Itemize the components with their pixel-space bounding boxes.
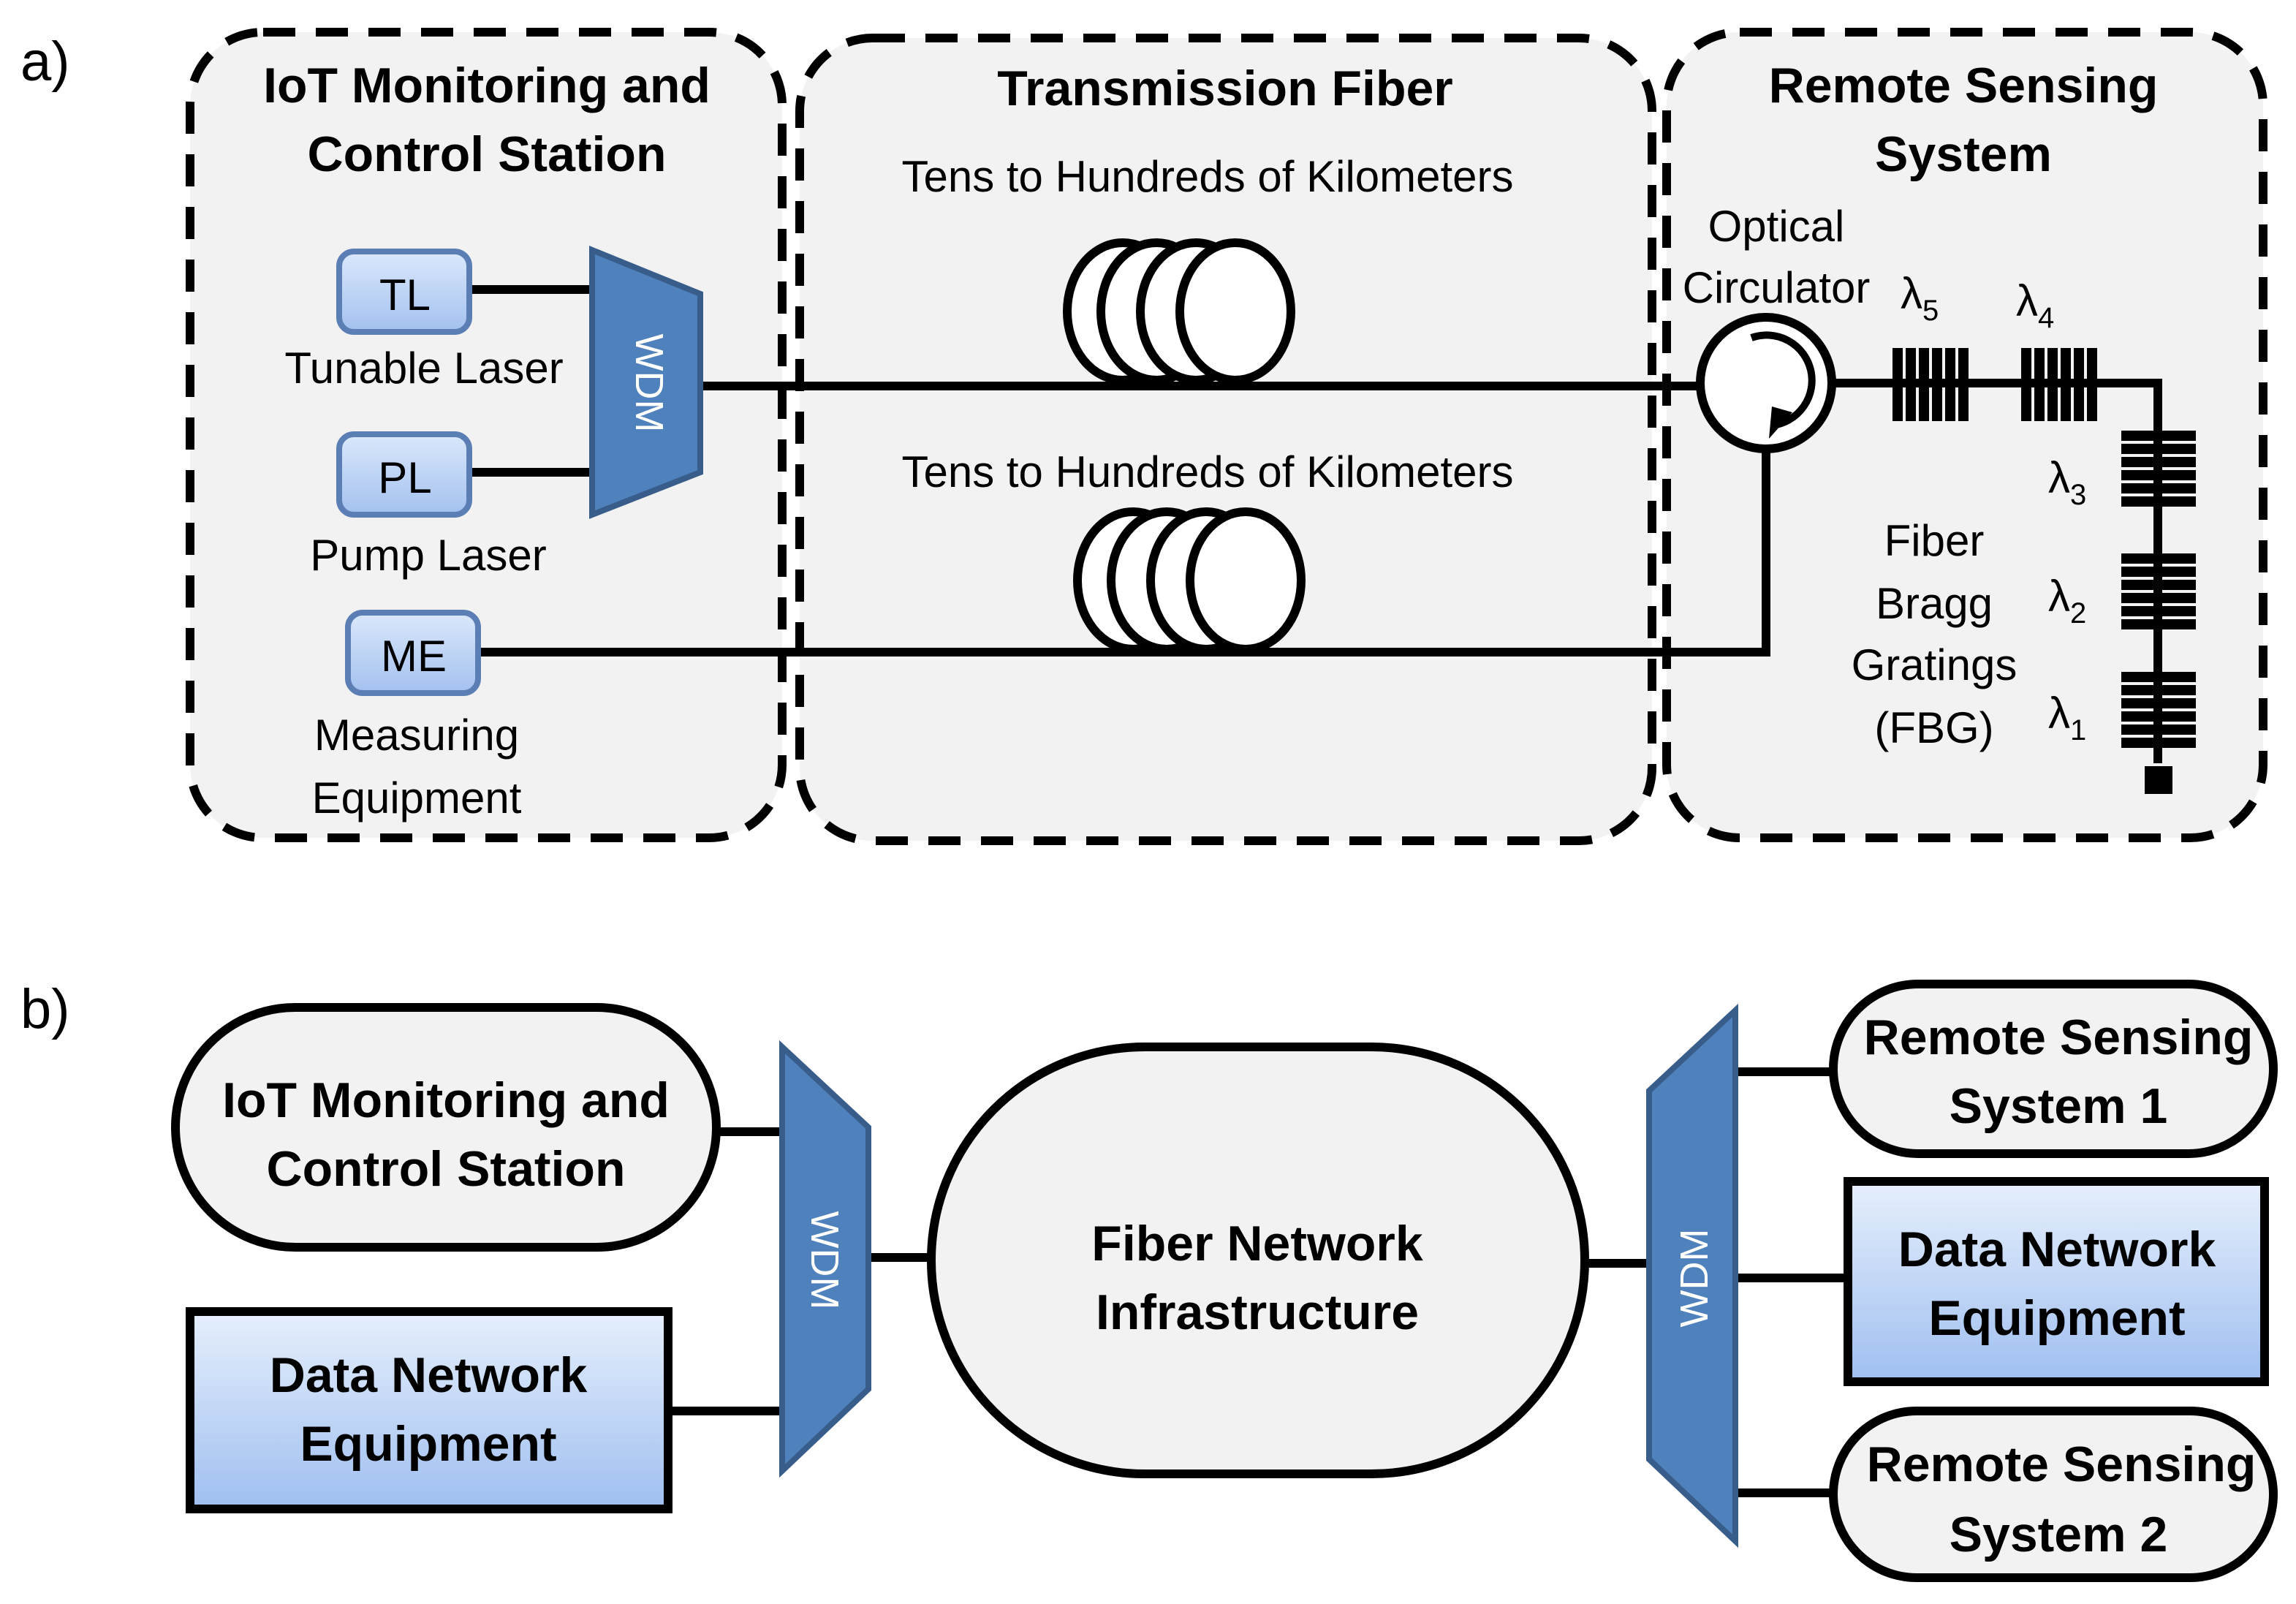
fbg-grating-lambda5 [1893, 348, 1969, 421]
remote-sensing-region [1662, 28, 2267, 842]
measuring-equipment-box [345, 610, 481, 696]
iot-station-title-line1: IoT Monitoring and [263, 58, 711, 113]
panel-b-label: b) [20, 978, 70, 1040]
tunable-laser-label: Tunable Laser [284, 344, 563, 393]
lambda4-label: λ4 [2016, 276, 2054, 334]
lambda1-label: λ1 [2048, 689, 2086, 746]
optical-circulator-icon [1696, 313, 1836, 453]
wdm-multiplexer-b-left [779, 1040, 871, 1478]
return-fiber-wire [477, 450, 1770, 657]
data-network-right-line1: Data Network [1898, 1222, 2216, 1277]
fiber-spool-2 [1073, 507, 1306, 654]
fiber-termination [2145, 766, 2172, 794]
lambda3-label: λ3 [2048, 453, 2086, 511]
tunable-laser-abbr: TL [379, 271, 431, 319]
remote-sensing-title-line2: System [1875, 126, 2052, 182]
pump-laser-box [336, 431, 472, 518]
fiber-span-label-2: Tens to Hundreds of Kilometers [901, 447, 1513, 496]
fiber-span-label-1: Tens to Hundreds of Kilometers [901, 152, 1513, 201]
measuring-equipment-label-line2: Equipment [312, 773, 522, 822]
lambda5-label: λ5 [1901, 269, 1939, 327]
iot-station-region [186, 28, 787, 842]
circulator-label-line2: Circulator [1683, 263, 1871, 312]
data-network-equipment-right [1844, 1177, 2269, 1386]
remote-sensing-system-1-node [1829, 980, 2278, 1158]
transmission-fiber-region [795, 34, 1656, 845]
fiber-network-node [927, 1043, 1589, 1478]
wdm-multiplexer-a [589, 246, 703, 519]
iot-station-node-line2: Control Station [266, 1141, 625, 1197]
remote-sensing-1-line2: System 1 [1950, 1078, 2168, 1134]
fbg-label-line1: Fiber [1884, 516, 1985, 565]
pump-laser-abbr: PL [378, 453, 431, 502]
pump-laser-label: Pump Laser [310, 531, 547, 580]
fiber-network-line2: Infrastructure [1096, 1285, 1419, 1340]
fbg-label-line3: Gratings [1852, 640, 2017, 689]
wdm-label-b-right: WDM [1672, 1229, 1716, 1328]
data-network-left-line2: Equipment [300, 1416, 556, 1472]
fbg-grating-lambda4 [2021, 348, 2097, 421]
remote-sensing-title-line1: Remote Sensing [1769, 58, 2159, 113]
tunable-laser-box [336, 249, 472, 335]
wdm-label-a: WDM [627, 334, 671, 433]
data-network-left-line1: Data Network [270, 1347, 588, 1403]
circulator-label-line1: Optical [1708, 202, 1845, 251]
fiber-spool-1 [1063, 238, 1295, 385]
fbg-label-line2: Bragg [1876, 579, 1993, 628]
remote-sensing-system-2-node [1829, 1407, 2278, 1582]
remote-sensing-2-line2: System 2 [1950, 1507, 2168, 1562]
measuring-equipment-abbr: ME [381, 632, 447, 681]
lambda2-label: λ2 [2048, 572, 2086, 629]
remote-sensing-1-line1: Remote Sensing [1864, 1010, 2254, 1065]
data-network-equipment-left [186, 1307, 672, 1513]
iot-station-node [171, 1003, 721, 1252]
iot-station-title-line2: Control Station [307, 126, 666, 182]
iot-station-node-line1: IoT Monitoring and [222, 1073, 670, 1128]
fbg-grating-lambda2 [2121, 553, 2196, 629]
transmission-fiber-title: Transmission Fiber [997, 61, 1453, 116]
panel-a-label: a) [20, 31, 70, 93]
fiber-network-line1: Fiber Network [1091, 1216, 1423, 1271]
remote-sensing-2-line1: Remote Sensing [1867, 1437, 2257, 1492]
data-network-right-line2: Equipment [1928, 1290, 2185, 1346]
fbg-grating-lambda3 [2121, 431, 2196, 507]
fbg-grating-lambda1 [2121, 672, 2196, 748]
measuring-equipment-label-line1: Measuring [314, 711, 519, 760]
wdm-label-b-left: WDM [803, 1211, 846, 1310]
fbg-label-line4: (FBG) [1874, 703, 1993, 752]
wdm-multiplexer-b-right [1646, 1003, 1738, 1548]
